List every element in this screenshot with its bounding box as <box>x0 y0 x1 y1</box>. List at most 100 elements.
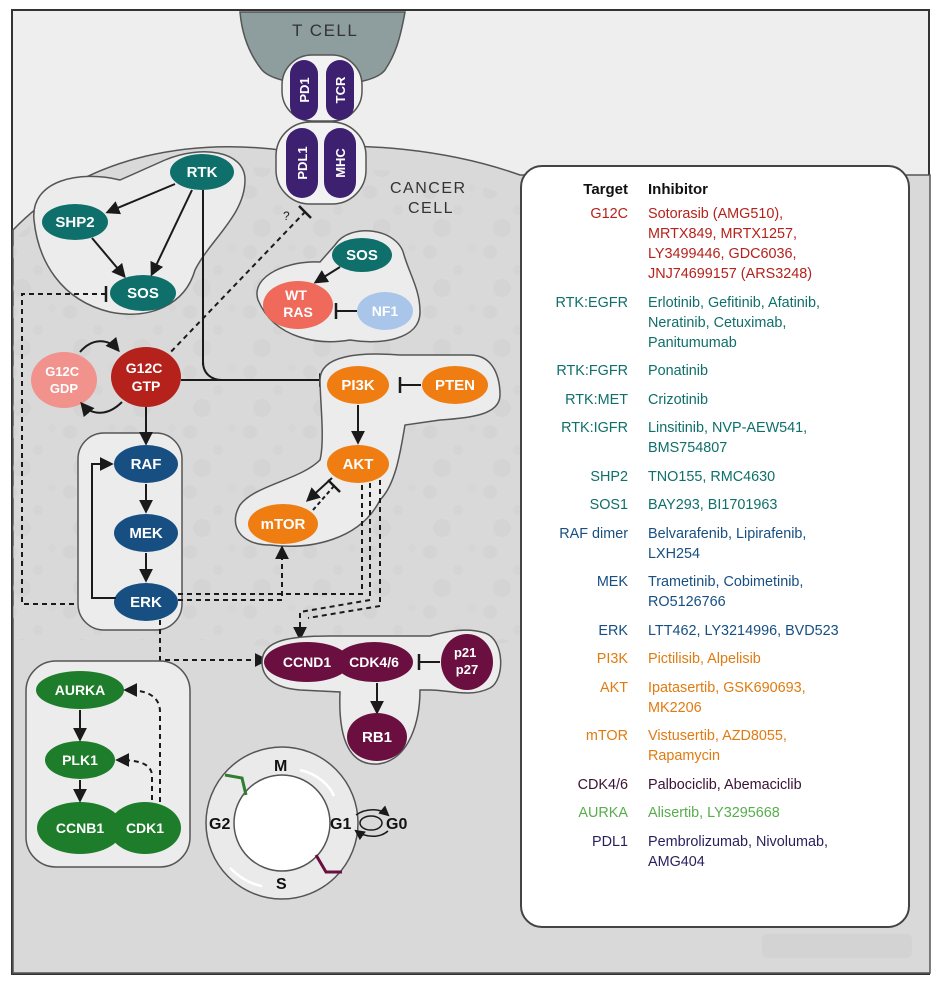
g0-to-g1-arrow <box>354 829 389 841</box>
g12c-gdp-label-2: GDP <box>50 381 79 396</box>
erk-node[interactable] <box>114 583 178 621</box>
g12c-gdp-node[interactable] <box>31 352 97 408</box>
mtor-akt-bar <box>327 479 341 493</box>
legend-inhibitor: Linsitinib, NVP-AEW541, BMS754807 <box>648 420 808 456</box>
g12c-gdp-label: G12C GDP <box>45 364 83 396</box>
ring-highlight-top <box>299 768 336 797</box>
legend-inhibitor: Crizotinib <box>648 391 708 408</box>
rb1-node[interactable] <box>347 713 407 761</box>
legend-row: G12C Sotorasib (AMG510), MRTX849, MRTX125… <box>540 204 892 284</box>
legend-target: RTK:MET <box>565 391 628 408</box>
akt-label: AKT <box>343 456 374 473</box>
nf1-label: NF1 <box>372 303 399 319</box>
g1-s-checkpoint <box>314 854 342 874</box>
phase-g0-label: G0 <box>386 816 407 833</box>
ras-label: RAS <box>283 304 313 320</box>
watermark <box>762 934 912 958</box>
legend-target: G12C <box>590 206 628 222</box>
legend-inhibitor: Pictilisib, Alpelisib <box>648 651 761 667</box>
aurka-label: AURKA <box>55 682 106 698</box>
g12c-gtp-node[interactable] <box>111 347 181 407</box>
legend-row: PDL1 Pembrolizumab, Nivolumab, AMG404 <box>540 832 892 872</box>
aurka-node[interactable] <box>36 671 124 709</box>
akt-node[interactable] <box>327 445 389 483</box>
ccnd1-node[interactable] <box>264 642 350 682</box>
ccnb1-node[interactable] <box>37 802 123 854</box>
shp2-label: SHP2 <box>55 214 94 231</box>
rtk-join-pi3k <box>202 361 223 381</box>
pi3k-node[interactable] <box>327 366 389 404</box>
legend-inhibitor: Vistusertib, AZD8055, Rapamycin <box>648 728 787 764</box>
legend-rows: G12C Sotorasib (AMG510), MRTX849, MRTX125… <box>540 204 892 872</box>
g0-loop-icon <box>359 815 383 831</box>
legend-inhibitor: Pembrolizumab, Nivolumab, AMG404 <box>648 833 828 870</box>
rtk-group-container <box>33 151 246 315</box>
plk1-label: PLK1 <box>62 752 98 768</box>
sos-node[interactable] <box>110 275 176 311</box>
legend-target: AURKA <box>578 805 628 821</box>
legend-inhibitor: LTT462, LY3214996, BVD523 <box>648 622 839 639</box>
legend-target: PI3K <box>596 651 628 667</box>
question-mark: ? <box>283 209 290 223</box>
pdl1-ligand[interactable] <box>286 128 318 198</box>
tcr-label: TCR <box>333 76 348 103</box>
legend-target: RTK:EGFR <box>555 294 629 311</box>
cancer-cell-label-line1: CANCER <box>390 180 467 197</box>
legend-target: PDL1 <box>592 833 628 850</box>
cdk46-node[interactable] <box>335 642 413 682</box>
pi3k-label: PI3K <box>341 377 375 394</box>
erk-label: ERK <box>130 594 162 611</box>
wt-ras-node[interactable] <box>263 281 333 329</box>
rtk-label: RTK <box>187 164 218 181</box>
p21-p27-label: p21 p27 <box>454 645 480 677</box>
legend-inhibitor: Erlotinib, Gefitinib, Afatinib, Neratini… <box>648 294 820 351</box>
cdk1-to-plk1-dashed <box>115 753 153 800</box>
sos2-label: SOS <box>346 247 378 264</box>
cdk1-label: CDK1 <box>126 820 164 836</box>
cancer-cell-label-line2: CELL <box>408 200 454 217</box>
erk-feedback-raf <box>91 457 116 599</box>
legend-target: AKT <box>600 679 628 696</box>
tcr-receptor[interactable] <box>326 60 354 120</box>
ccnb1-label: CCNB1 <box>56 820 104 836</box>
rtk-node[interactable] <box>170 154 234 190</box>
legend-target: mTOR <box>585 728 628 744</box>
shp2-to-sos-arrow <box>91 237 126 279</box>
mek-node[interactable] <box>114 514 178 552</box>
mhc-ligand[interactable] <box>324 128 356 198</box>
cdk1-node[interactable] <box>109 802 181 854</box>
legend-target: RTK:FGFR <box>556 363 628 379</box>
legend-target: CDK4/6 <box>577 776 628 793</box>
g12c-gtp-label-2: GTP <box>132 378 161 394</box>
phase-g2-label: G2 <box>209 816 230 833</box>
t-cell-label: T CELL <box>292 21 358 40</box>
g12c-gdp-label-1: G12C <box>45 364 80 379</box>
legend-inhibitor: BAY293, BI1701963 <box>648 497 778 513</box>
wt-ras-label: WT RAS <box>283 287 313 320</box>
sos2-to-ras-arrow <box>313 266 341 284</box>
legend-inhibitor: Belvarafenib, Lipirafenib, LXH254 <box>648 525 807 562</box>
legend-target: MEK <box>596 574 628 590</box>
g12c-gtp-label-1: G12C <box>126 360 163 376</box>
legend-header: Target Inhibitor <box>540 181 892 198</box>
sos2-node[interactable] <box>332 238 392 272</box>
nf1-node[interactable] <box>357 292 413 330</box>
plk1-node[interactable] <box>45 741 115 779</box>
legend-inhibitor: Sotorasib (AMG510), MRTX849, MRTX1257, L… <box>648 206 812 282</box>
legend-header-inhibitor: Inhibitor <box>648 181 708 198</box>
legend-inhibitor: Ipatasertib, GSK690693, MK2206 <box>648 679 806 716</box>
p21-p27-node[interactable] <box>441 634 493 690</box>
shp2-node[interactable] <box>42 204 108 240</box>
rtk-to-shp2-arrow <box>105 183 176 215</box>
raf-node[interactable] <box>114 445 178 483</box>
gdp-to-gtp-arrow <box>79 336 120 353</box>
pten-node[interactable] <box>422 366 488 404</box>
pd1-receptor[interactable] <box>290 60 318 120</box>
mtor-node[interactable] <box>248 504 318 544</box>
